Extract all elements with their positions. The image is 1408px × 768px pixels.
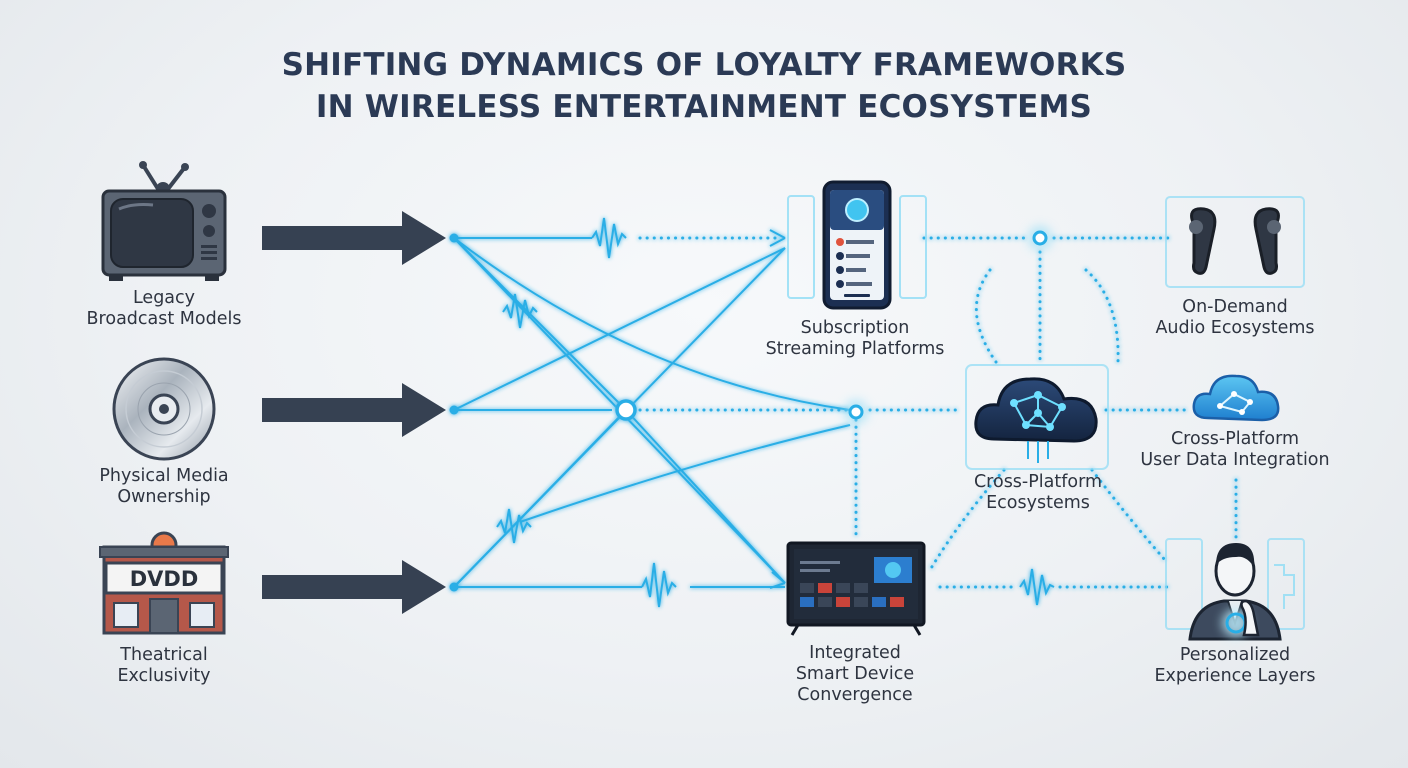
label-personalized-experience: Personalized Experience Layers <box>1154 645 1316 686</box>
earbuds-icon <box>1165 196 1305 288</box>
waveform-top <box>591 217 627 259</box>
waveform-right <box>1019 568 1055 606</box>
waveform-low <box>496 508 532 544</box>
arrow-broadcast <box>262 211 446 265</box>
disc-icon <box>112 357 216 461</box>
cloud-network-icon <box>965 364 1109 470</box>
page-title: SHIFTING DYNAMICS OF LOYALTY FRAMEWORKS … <box>0 44 1408 128</box>
junction-nodes <box>449 226 1052 592</box>
arrow-physical-media <box>262 383 446 437</box>
title-line-2: IN WIRELESS ENTERTAINMENT ECOSYSTEMS <box>315 89 1093 125</box>
waveform-mid <box>502 293 538 329</box>
label-on-demand-audio: On-Demand Audio Ecosystems <box>1155 297 1315 338</box>
label-subscription-streaming: Subscription Streaming Platforms <box>765 318 945 359</box>
label-theatrical: Theatrical Exclusivity <box>117 645 211 686</box>
label-user-data-integration: Cross-Platform User Data Integration <box>1140 429 1330 470</box>
cloud-icon <box>1192 374 1280 422</box>
theater-icon: DVDD <box>99 531 229 635</box>
theater-marquee: DVDD <box>130 567 199 591</box>
dotted-links <box>638 236 1238 589</box>
label-physical-media: Physical Media Ownership <box>99 466 229 507</box>
waveform-bottom <box>641 562 677 608</box>
label-legacy-broadcast: Legacy Broadcast Models <box>86 288 242 329</box>
smart-tv-icon <box>786 541 926 636</box>
label-smart-device: Integrated Smart Device Convergence <box>795 643 915 705</box>
smartphone-icon <box>787 180 927 310</box>
label-cross-platform-ecosystems: Cross-Platform Ecosystems <box>973 472 1103 513</box>
title-line-1: SHIFTING DYNAMICS OF LOYALTY FRAMEWORKS <box>281 47 1127 83</box>
signal-network <box>453 217 1055 608</box>
television-icon <box>101 161 227 281</box>
arrow-theatrical <box>262 560 446 614</box>
person-touch-icon <box>1165 538 1305 641</box>
transition-arrows <box>262 211 446 614</box>
